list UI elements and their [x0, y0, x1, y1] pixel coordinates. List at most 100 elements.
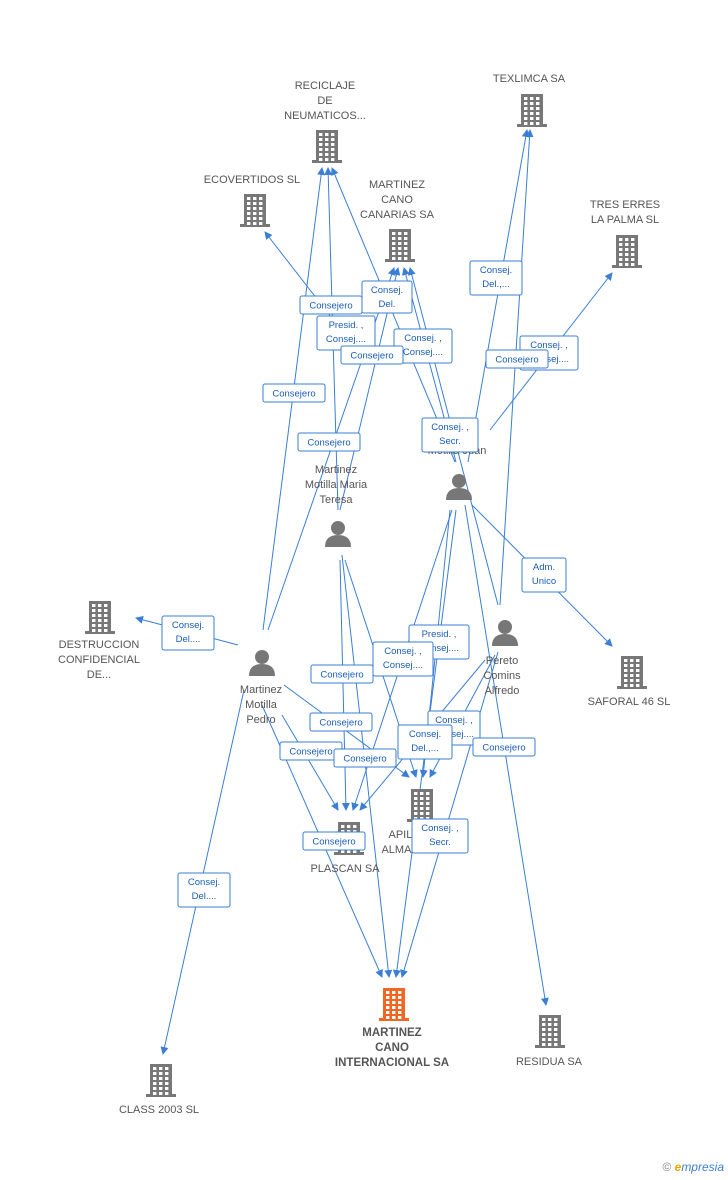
- person-icon[interactable]: [249, 650, 275, 676]
- edge-label-text: Consej. ,: [435, 715, 473, 726]
- edge-label[interactable]: Consej.Del.: [361, 280, 413, 314]
- edge-label-text: Consejero: [350, 351, 393, 362]
- edge-label-text: Consejero: [482, 743, 525, 754]
- edge-label[interactable]: Consejero: [485, 349, 549, 369]
- edge-label[interactable]: Consejero: [340, 345, 404, 365]
- building-icon[interactable]: [85, 601, 115, 634]
- node-label-line: Martinez: [315, 464, 357, 476]
- building-icon[interactable]: [312, 130, 342, 163]
- edge-label[interactable]: Consejero: [302, 831, 366, 851]
- building-icon[interactable]: [535, 1015, 565, 1048]
- edge-label[interactable]: Consejero: [297, 432, 361, 452]
- node-label-line: DE...: [87, 669, 111, 681]
- edge-label-text: Consej....: [419, 643, 459, 654]
- building-icon[interactable]: [407, 789, 437, 822]
- edge-label-box: [521, 557, 567, 593]
- node-label-line: PLASCAN SA: [310, 863, 380, 875]
- edge-label[interactable]: Consejero: [472, 737, 536, 757]
- node-destruccion[interactable]: DESTRUCCIONCONFIDENCIALDE...: [58, 601, 140, 681]
- edge-label[interactable]: Consej. ,Secr.: [411, 818, 469, 854]
- edge-label[interactable]: Consejero: [279, 741, 343, 761]
- person-icon[interactable]: [325, 521, 351, 547]
- copyright-symbol: ©: [662, 1160, 672, 1174]
- node-reciclaje[interactable]: RECICLAJE DE NEUMATICOS...: [284, 80, 366, 163]
- node-saforal[interactable]: SAFORAL 46 SL: [588, 656, 671, 708]
- edge-martinez_pedro-to-class2003: [160, 689, 245, 1055]
- node-residua[interactable]: RESIDUA SA: [516, 1015, 583, 1068]
- edge-label-box: [310, 664, 374, 684]
- edge-label-text: Consejero: [495, 355, 538, 366]
- node-label-line: TEXLIMCA SA: [493, 73, 566, 85]
- node-texlimca[interactable]: TEXLIMCA SA: [493, 73, 566, 127]
- edge-label[interactable]: Consej. ,Consej....: [393, 328, 453, 364]
- edge-label-text: Consejero: [343, 754, 386, 765]
- node-ecovertidos[interactable]: ECOVERTIDOS SL: [204, 174, 300, 227]
- node-label-line: RECICLAJE: [295, 80, 356, 92]
- edge-label[interactable]: Consej. ,Consej....: [372, 641, 434, 677]
- edge-label-box: [340, 345, 404, 365]
- person-icon[interactable]: [446, 474, 472, 500]
- edge-martinez_juan-to-texlimca: [467, 129, 530, 463]
- node-label-line: CANARIAS SA: [360, 209, 435, 221]
- edge-label[interactable]: Consejero: [333, 748, 397, 768]
- edge-label[interactable]: Consej.Del.,...: [397, 724, 453, 760]
- edge-label-text: Consej....: [434, 729, 474, 740]
- building-icon[interactable]: [240, 194, 270, 227]
- node-class2003[interactable]: CLASS 2003 SL: [119, 1064, 199, 1116]
- edge-label-text: Del....: [192, 891, 217, 902]
- edge-label-text: Consejero: [289, 747, 332, 758]
- edge-label-text: Del.,...: [411, 743, 438, 754]
- edge-label-text: Secr.: [429, 837, 451, 848]
- edge-label[interactable]: Consej. Del....: [177, 872, 231, 908]
- edge-label-text: Consej....: [326, 334, 366, 345]
- edge-label-text: Consejero: [272, 389, 315, 400]
- building-icon[interactable]: [517, 94, 547, 127]
- edge-label-box: [297, 432, 361, 452]
- edge-label-box: [309, 712, 373, 732]
- edge-label[interactable]: Consejero: [262, 383, 326, 403]
- building-icon[interactable]: [612, 235, 642, 268]
- node-label-line: CANO: [381, 194, 413, 206]
- edge-pereto-to-martinez_internacional: [400, 651, 499, 978]
- edge-label[interactable]: Consejero: [309, 712, 373, 732]
- edge-label[interactable]: Presid. ,Consej....: [316, 315, 376, 351]
- edge-label-text: Consej....: [529, 354, 569, 365]
- node-label-line: Motilla Maria: [305, 479, 368, 491]
- edge-label-text: Consejero: [312, 837, 355, 848]
- building-icon[interactable]: [146, 1064, 176, 1097]
- node-label-line: Pedro: [246, 714, 275, 726]
- brand-e: e: [674, 1160, 682, 1174]
- edge-label-text: Consej. ,: [384, 646, 422, 657]
- edge-label[interactable]: Consej.Del.,...: [469, 260, 523, 296]
- node-label-line: CLASS 2003 SL: [119, 1104, 199, 1116]
- building-icon[interactable]: [379, 988, 409, 1021]
- edge-label-text: Del.: [379, 299, 396, 310]
- node-label-line: NEUMATICOS...: [284, 110, 366, 122]
- edge-label[interactable]: Consejero: [299, 295, 363, 315]
- edge-martinez_pedro-to-plascan: [281, 714, 339, 811]
- edge-label[interactable]: Adm.Unico: [521, 557, 567, 593]
- edge-label[interactable]: Consejero: [310, 664, 374, 684]
- edge-label-box: [421, 417, 479, 453]
- building-icon[interactable]: [617, 656, 647, 689]
- empresia-logo: © empresia: [662, 1160, 724, 1174]
- edge-label[interactable]: Consej. ,Secr.: [421, 417, 479, 453]
- edge-label-box: [361, 280, 413, 314]
- edge-label-text: Consej.: [188, 877, 220, 888]
- edge-label-text: Consejero: [319, 718, 362, 729]
- edge-label[interactable]: Consej.Del....: [161, 615, 215, 651]
- edge-label-text: Consej. ,: [404, 333, 442, 344]
- person-icon[interactable]: [492, 620, 518, 646]
- edge-label-text: Consej. ,: [431, 422, 469, 433]
- node-label-line: DE: [317, 95, 332, 107]
- building-icon[interactable]: [385, 229, 415, 262]
- brand-rest: mpresia: [681, 1160, 724, 1174]
- node-label-line: ECOVERTIDOS SL: [204, 174, 300, 186]
